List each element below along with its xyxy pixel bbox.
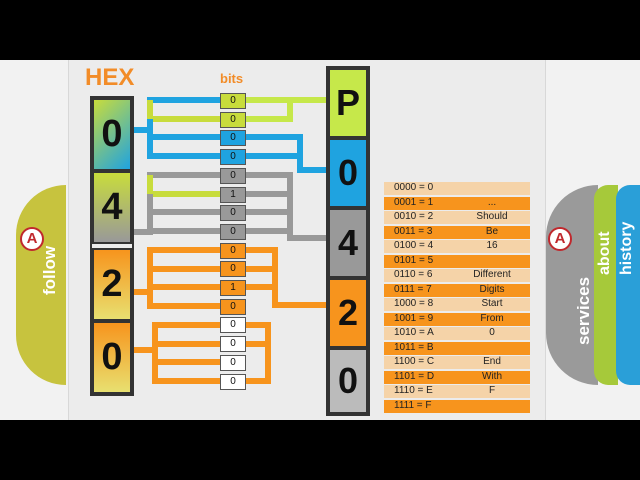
bit-cell: 0 <box>220 242 246 259</box>
char-cell: P <box>328 68 368 138</box>
table-key: 0011 = 3 <box>394 225 433 237</box>
connector-line <box>246 247 326 308</box>
table-key: 1010 = A <box>394 327 434 338</box>
table-row: 1011 = B <box>384 341 530 355</box>
history-tab[interactable]: history <box>616 185 640 385</box>
hex-digit: 0 <box>92 98 132 171</box>
table-word: ... <box>487 196 497 208</box>
bit-connector-lines <box>132 97 326 384</box>
table-key: 0101 = 5 <box>394 254 434 266</box>
hex-digit: 2 <box>92 248 132 321</box>
table-word: 16 <box>486 240 498 251</box>
connector-line <box>246 172 326 241</box>
table-word: 0 <box>489 327 495 338</box>
table-word: Be <box>485 225 499 237</box>
about-label: about <box>596 231 613 275</box>
follow-label: follow <box>40 245 59 295</box>
table-key: 1000 = 8 <box>394 298 434 309</box>
table-word: Should <box>476 211 508 222</box>
table-key: 0001 = 1 <box>394 196 434 208</box>
table-word: With <box>482 370 502 382</box>
table-key: 0110 = 6 <box>394 269 433 280</box>
character-column: P 0 4 2 0 <box>326 66 370 416</box>
bit-cell: 0 <box>220 111 246 128</box>
hex-digit-column: 0 4 2 0 <box>90 96 134 396</box>
table-word: Digits <box>479 283 505 295</box>
char-cell: 2 <box>328 278 368 348</box>
bit-cell: 0 <box>220 205 246 222</box>
table-key: 0010 = 2 <box>394 211 434 222</box>
bit-cell: 0 <box>220 223 246 240</box>
bit-cell: 0 <box>220 298 246 315</box>
hex-title: HEX <box>85 64 135 91</box>
about-tab[interactable]: about <box>594 185 618 385</box>
table-key: 0100 = 4 <box>394 240 434 251</box>
connector-line <box>246 100 293 122</box>
connector-line <box>132 97 220 133</box>
connector-line <box>147 287 220 309</box>
table-key: 1001 = 9 <box>394 312 434 324</box>
table-row: 0111 = 7 Digits <box>384 283 530 297</box>
table-row: 1110 = E F <box>384 385 530 398</box>
table-row: 1001 = 9 From <box>384 312 530 326</box>
bit-cell: 0 <box>220 354 246 371</box>
bit-cell: 0 <box>220 93 246 109</box>
hex-digit: 0 <box>92 321 132 394</box>
services-tab[interactable]: A services <box>546 185 598 385</box>
table-row: 0100 = 4 16 <box>384 240 530 253</box>
table-row: 0011 = 3 Be <box>384 225 530 239</box>
bit-cell: 1 <box>220 280 246 296</box>
letterbox-bottom <box>0 420 640 480</box>
char-cell: 4 <box>328 208 368 278</box>
bit-cell: 0 <box>220 130 246 147</box>
char-cell: 0 <box>328 138 368 208</box>
table-key: 1111 = F <box>394 399 432 411</box>
table-word: F <box>488 385 496 396</box>
connector-line <box>152 362 220 384</box>
table-row: 0000 = 0 <box>384 182 530 195</box>
table-word: Different <box>473 269 511 280</box>
logo-icon: A <box>548 227 572 251</box>
table-row: 0001 = 1... <box>384 196 530 210</box>
table-word: End <box>483 356 501 367</box>
table-row: 1000 = 8 Start <box>384 298 530 311</box>
table-row: 1010 = A 0 <box>384 327 530 340</box>
table-word: From <box>480 312 504 324</box>
table-key: 1011 = B <box>394 341 434 353</box>
table-key: 0111 = 7 <box>394 283 432 295</box>
table-row: 1100 = C End <box>384 356 530 369</box>
table-word: Start <box>481 298 503 309</box>
connector-line <box>147 212 220 234</box>
bit-cell: 0 <box>220 317 246 334</box>
table-key: 1100 = C <box>394 356 435 367</box>
connector-line <box>246 322 271 384</box>
table-row: 1101 = D With <box>384 370 530 384</box>
table-key: 1101 = D <box>394 370 435 382</box>
bit-cell: 0 <box>220 336 246 353</box>
services-label: services <box>574 276 593 345</box>
table-row: 0101 = 5 <box>384 254 530 268</box>
bit-cell: 0 <box>220 167 246 184</box>
follow-tab[interactable]: A follow <box>16 185 66 385</box>
table-key: 0000 = 0 <box>394 182 434 193</box>
history-label: history <box>618 221 635 275</box>
bit-cell: 0 <box>220 261 246 278</box>
char-cell: 0 <box>328 348 368 414</box>
bits-title: bits <box>220 71 244 86</box>
connector-line <box>132 172 220 235</box>
connector-line <box>147 137 220 159</box>
table-row: 0010 = 2 Should <box>384 211 530 224</box>
table-key: 1110 = E <box>394 385 433 396</box>
bit-cell: 1 <box>220 186 246 203</box>
logo-icon: A <box>20 227 44 251</box>
hex-digit: 4 <box>92 171 132 244</box>
table-row: 1111 = F <box>384 399 530 413</box>
bit-cell: 0 <box>220 373 246 390</box>
table-row: 0110 = 6 Different <box>384 269 530 282</box>
bit-cell: 0 <box>220 149 246 166</box>
